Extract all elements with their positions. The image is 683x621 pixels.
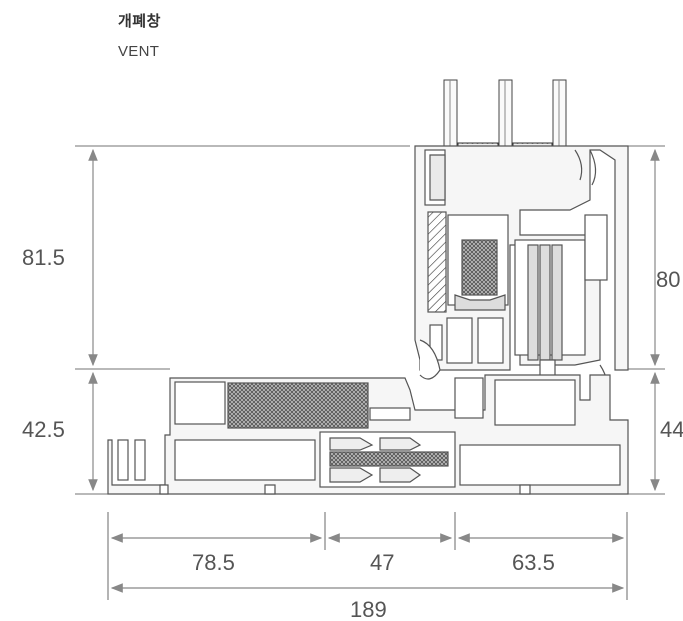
dim-label-bottom-c: 63.5: [512, 550, 555, 575]
diagram-header: 개폐창 VENT: [118, 10, 161, 60]
dim-label-left-upper: 81.5: [22, 245, 65, 270]
dim-label-bottom-a: 78.5: [192, 550, 235, 575]
title-korean: 개폐창: [118, 13, 161, 30]
dim-label-right-lower: 44: [660, 417, 683, 442]
sash-profile: [414, 145, 629, 396]
dim-label-bottom-total: 189: [350, 597, 387, 621]
dimension-arrows: [88, 148, 660, 593]
dim-label-right-upper: 80: [656, 267, 680, 292]
dim-label-bottom-b: 47: [370, 550, 394, 575]
dim-label-left-lower: 42.5: [22, 417, 65, 442]
sill-profile: [107, 374, 629, 495]
title-english: VENT: [118, 43, 160, 60]
reference-lines: [75, 145, 665, 600]
